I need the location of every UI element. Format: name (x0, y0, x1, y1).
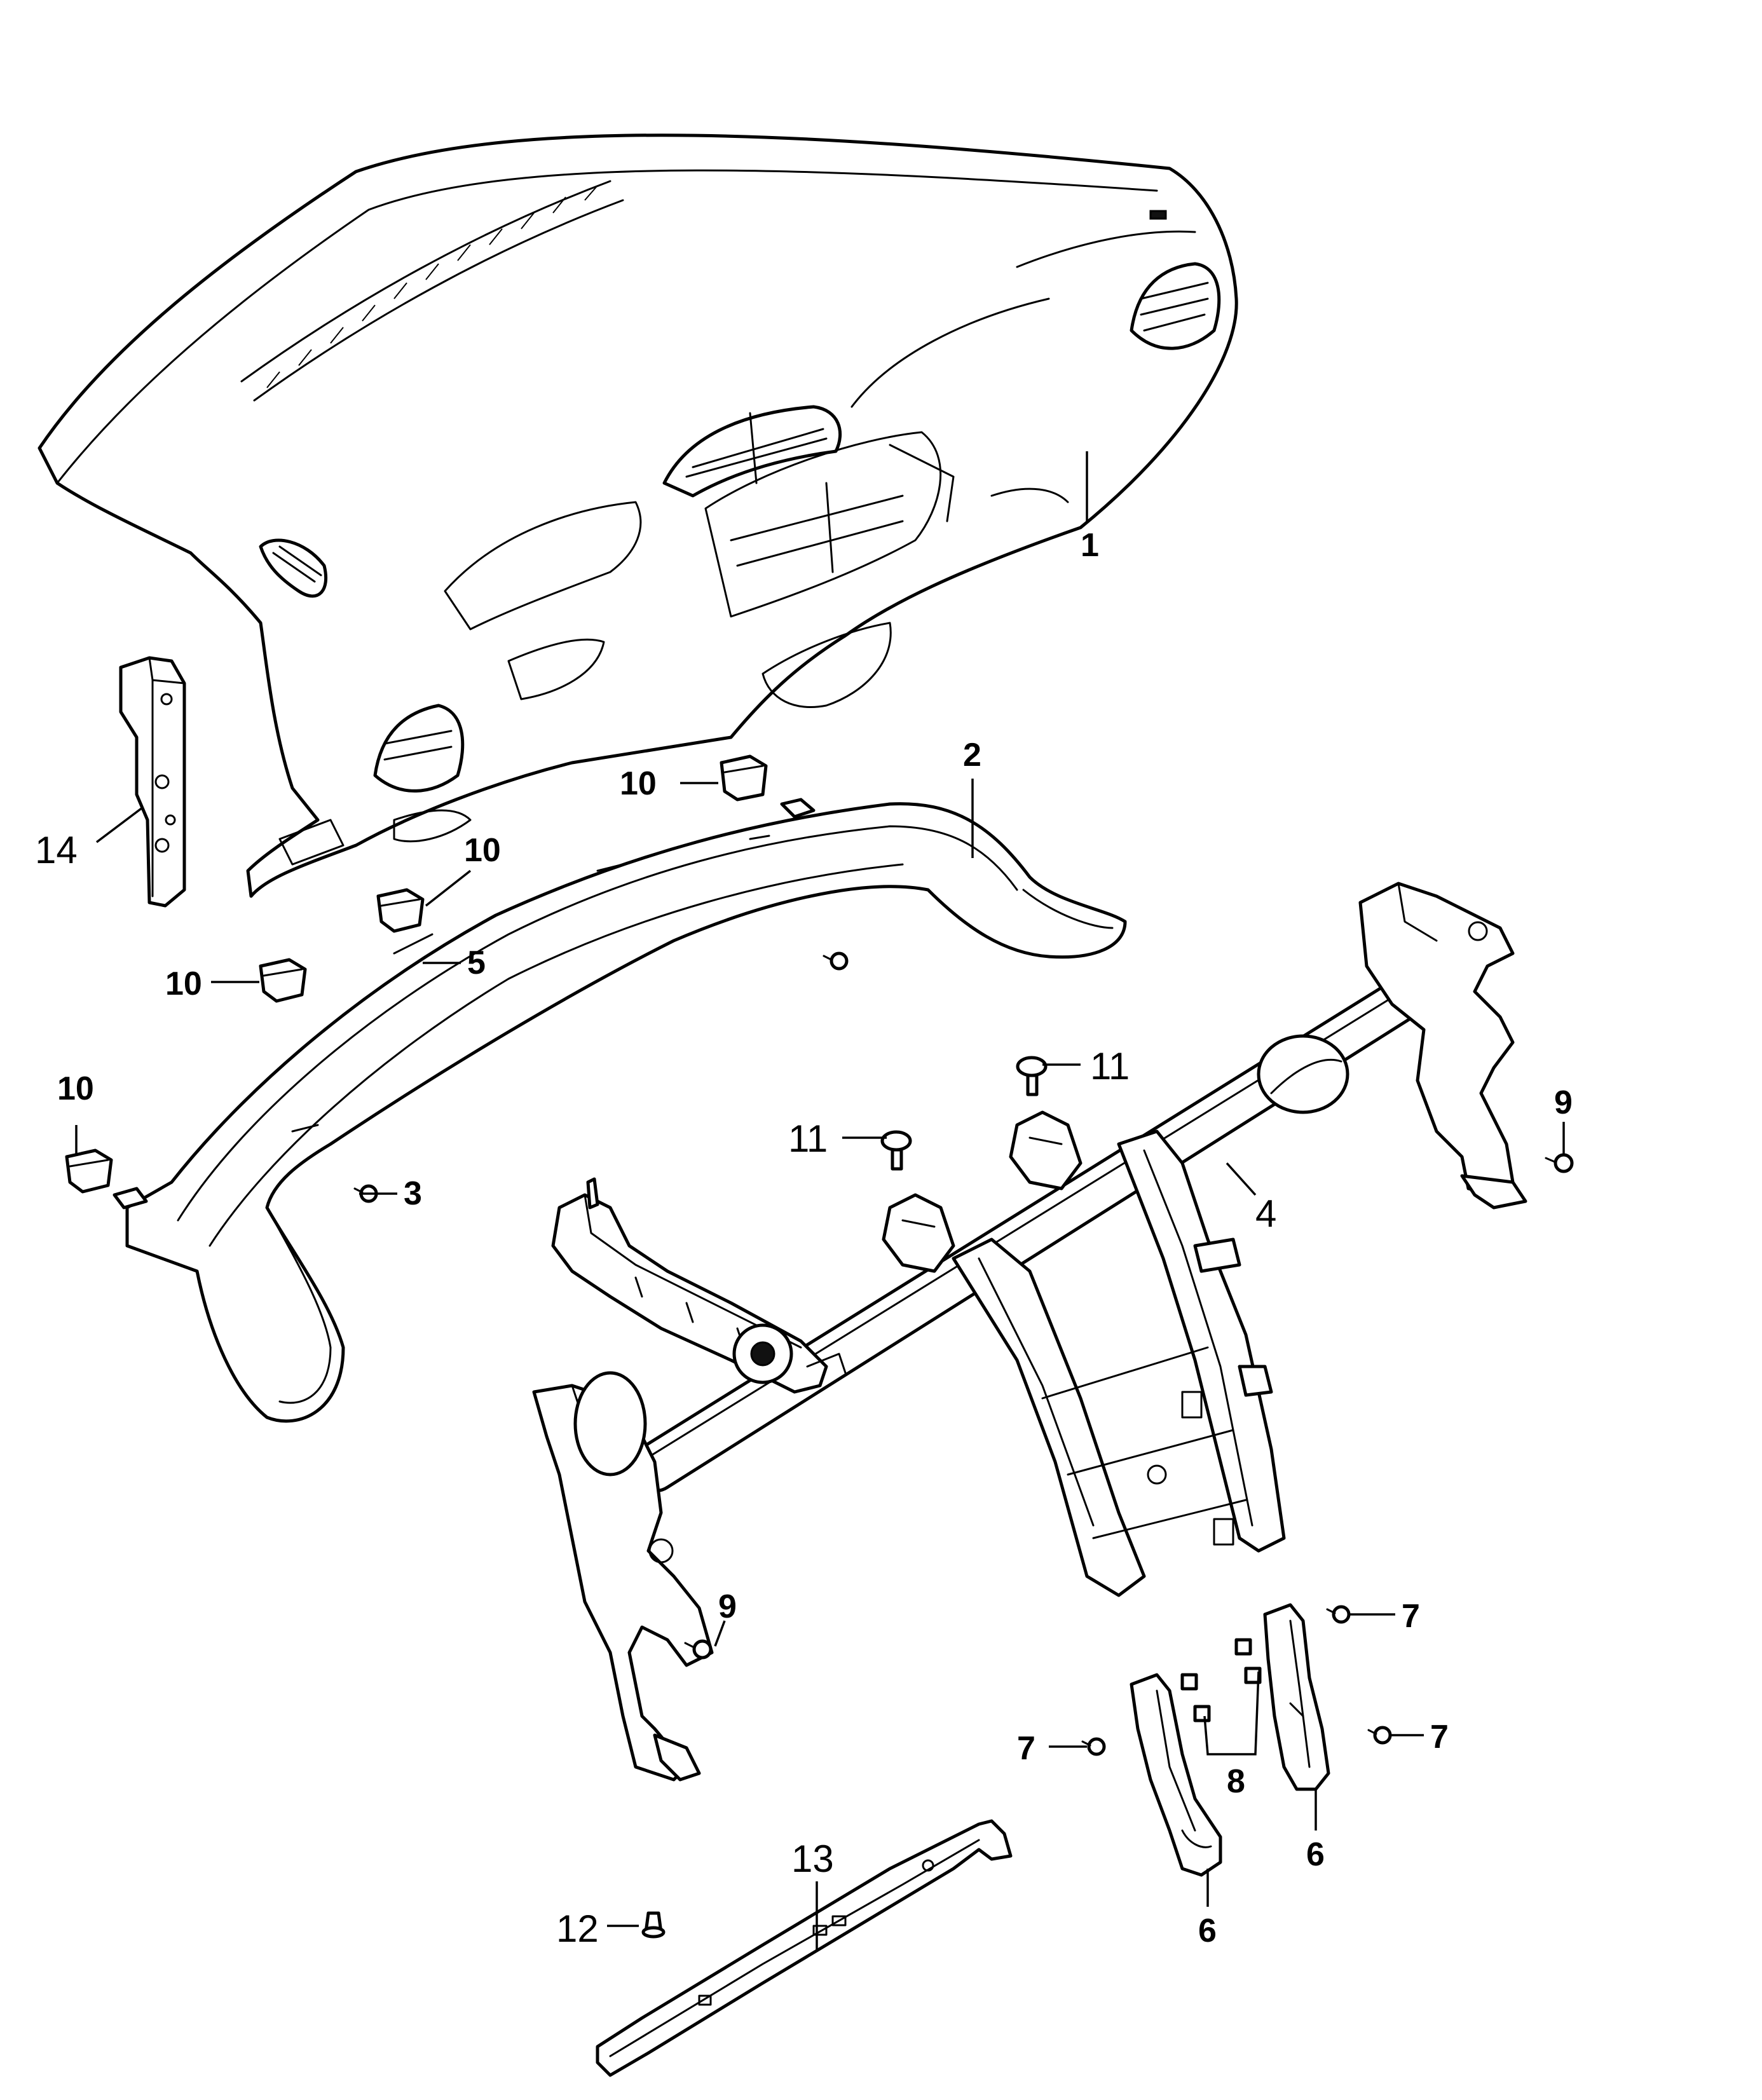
clip-10-upper (720, 754, 768, 801)
callout-10-left: 10 (165, 965, 202, 1002)
left-bracket (119, 656, 186, 908)
nut-clips-8 (1180, 1638, 1262, 1722)
screw-5 (823, 951, 849, 971)
callout-10-upper: 10 (620, 765, 657, 802)
callout-labels: 1 2 3 4 5 6 6 7 7 7 8 9 9 10 10 10 10 11… (35, 527, 1573, 1950)
left-air-vent (373, 704, 465, 793)
lower-reinforcement-bar (596, 1819, 1013, 2077)
instrument-panel (38, 133, 1238, 898)
bolt-11-lower (880, 1130, 912, 1171)
callout-12: 12 (556, 1907, 599, 1950)
side-bracket-right (1263, 1603, 1330, 1791)
callout-1: 1 (1081, 527, 1099, 564)
center-air-vent (662, 405, 842, 498)
callout-4: 4 (1255, 1192, 1276, 1235)
callout-13: 13 (791, 1838, 834, 1880)
callout-6-upper: 6 (1306, 1836, 1325, 1873)
screw-9-right (1545, 1153, 1574, 1173)
side-defrost-vent (259, 538, 328, 598)
callout-5: 5 (467, 944, 486, 981)
cross-car-beam (532, 882, 1527, 1782)
leader-lines (75, 451, 1565, 1951)
callout-7-left: 7 (1017, 1730, 1035, 1767)
callout-11-upper: 11 (1090, 1045, 1130, 1088)
callout-7-upper: 7 (1402, 1598, 1420, 1635)
clip-10-mid (376, 888, 425, 933)
callout-3: 3 (404, 1175, 422, 1212)
clip-10-left (259, 958, 307, 1003)
clip-12 (641, 1911, 666, 1939)
air-duct (113, 798, 1127, 1423)
side-bracket-left (1130, 1673, 1222, 1877)
screw-7-upper (1326, 1605, 1351, 1624)
right-air-vent (1130, 262, 1221, 350)
callout-7-right: 7 (1430, 1719, 1449, 1756)
callout-9-left: 9 (718, 1588, 737, 1625)
callout-10-mid: 10 (464, 832, 501, 869)
defroster-grille-slats (266, 185, 598, 388)
callout-8: 8 (1227, 1763, 1245, 1800)
screw-9-left (684, 1639, 713, 1660)
callout-6-lower: 6 (1198, 1912, 1217, 1949)
clip-10-lower (65, 1149, 113, 1194)
callout-2: 2 (963, 737, 981, 774)
callout-11-lower: 11 (788, 1117, 828, 1160)
screw-7-right (1367, 1726, 1392, 1745)
callout-14: 14 (35, 829, 78, 871)
bolt-11-upper (1016, 1056, 1048, 1096)
callout-10-lower: 10 (57, 1070, 94, 1107)
callout-9-right: 9 (1554, 1084, 1573, 1121)
screw-7-left (1081, 1737, 1106, 1756)
